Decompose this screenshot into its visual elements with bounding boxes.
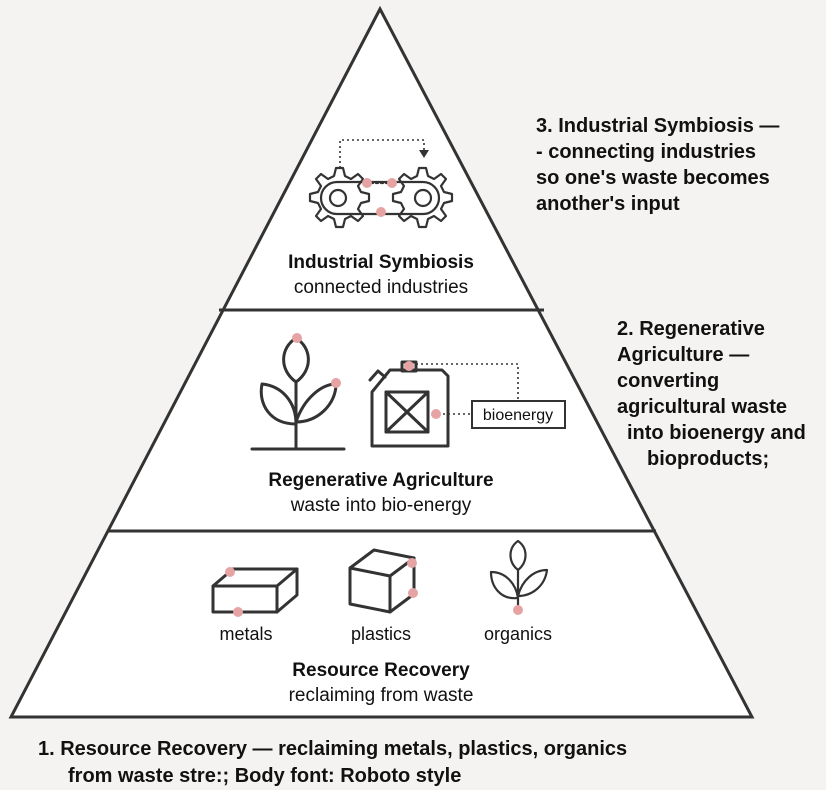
cube-icon <box>348 548 418 614</box>
gears-icon <box>308 139 454 229</box>
annotation-industrial-symbiosis: 3. Industrial Symbiosis — - connecting i… <box>536 113 779 217</box>
item-plastics: plastics <box>351 624 411 644</box>
bioenergy-label: bioenergy <box>483 407 553 424</box>
item-metals: metals <box>219 624 272 644</box>
annotation-line: another's input <box>536 193 680 215</box>
bioenergy-connector <box>416 363 519 415</box>
annotation-line: Agriculture — <box>617 344 750 366</box>
annotation-line: 3. Industrial Symbiosis — <box>536 115 780 137</box>
annotation-line: bioproducts; <box>647 448 770 470</box>
ingot-icon <box>211 567 299 617</box>
sprout-icon <box>489 539 549 615</box>
tier-bottom-subtitle: reclaiming from waste <box>289 685 474 706</box>
annotation-line: - connecting industries <box>536 141 757 163</box>
tier-top-subtitle: connected industries <box>294 277 468 298</box>
annotation-line: from waste stre:; Body font: Roboto styl… <box>68 765 462 787</box>
tier-middle-title: Regenerative Agriculture <box>268 470 493 491</box>
bioenergy-tag: bioenergy <box>471 400 566 429</box>
annotation-resource-recovery: 1. Resource Recovery — reclaiming metals… <box>38 736 627 790</box>
annotation-line: agricultural waste <box>617 396 788 418</box>
tier-top-title: Industrial Symbiosis <box>288 252 474 273</box>
annotation-line: so one's waste becomes <box>536 167 770 189</box>
annotation-line: into bioenergy and <box>627 422 806 444</box>
item-organics: organics <box>484 624 552 644</box>
tier-middle-subtitle: waste into bio-energy <box>290 495 472 516</box>
annotation-line: 2. Regenerative <box>617 318 765 340</box>
annotation-regenerative-agriculture: 2. Regenerative Agriculture — converting… <box>617 316 806 472</box>
annotation-line: converting <box>617 370 720 392</box>
annotation-line: 1. Resource Recovery — reclaiming metals… <box>38 738 628 760</box>
jerrycan-icon <box>368 360 450 448</box>
plant-icon <box>250 333 346 451</box>
tier-bottom-title: Resource Recovery <box>292 660 470 681</box>
pyramid-outline <box>8 5 755 719</box>
